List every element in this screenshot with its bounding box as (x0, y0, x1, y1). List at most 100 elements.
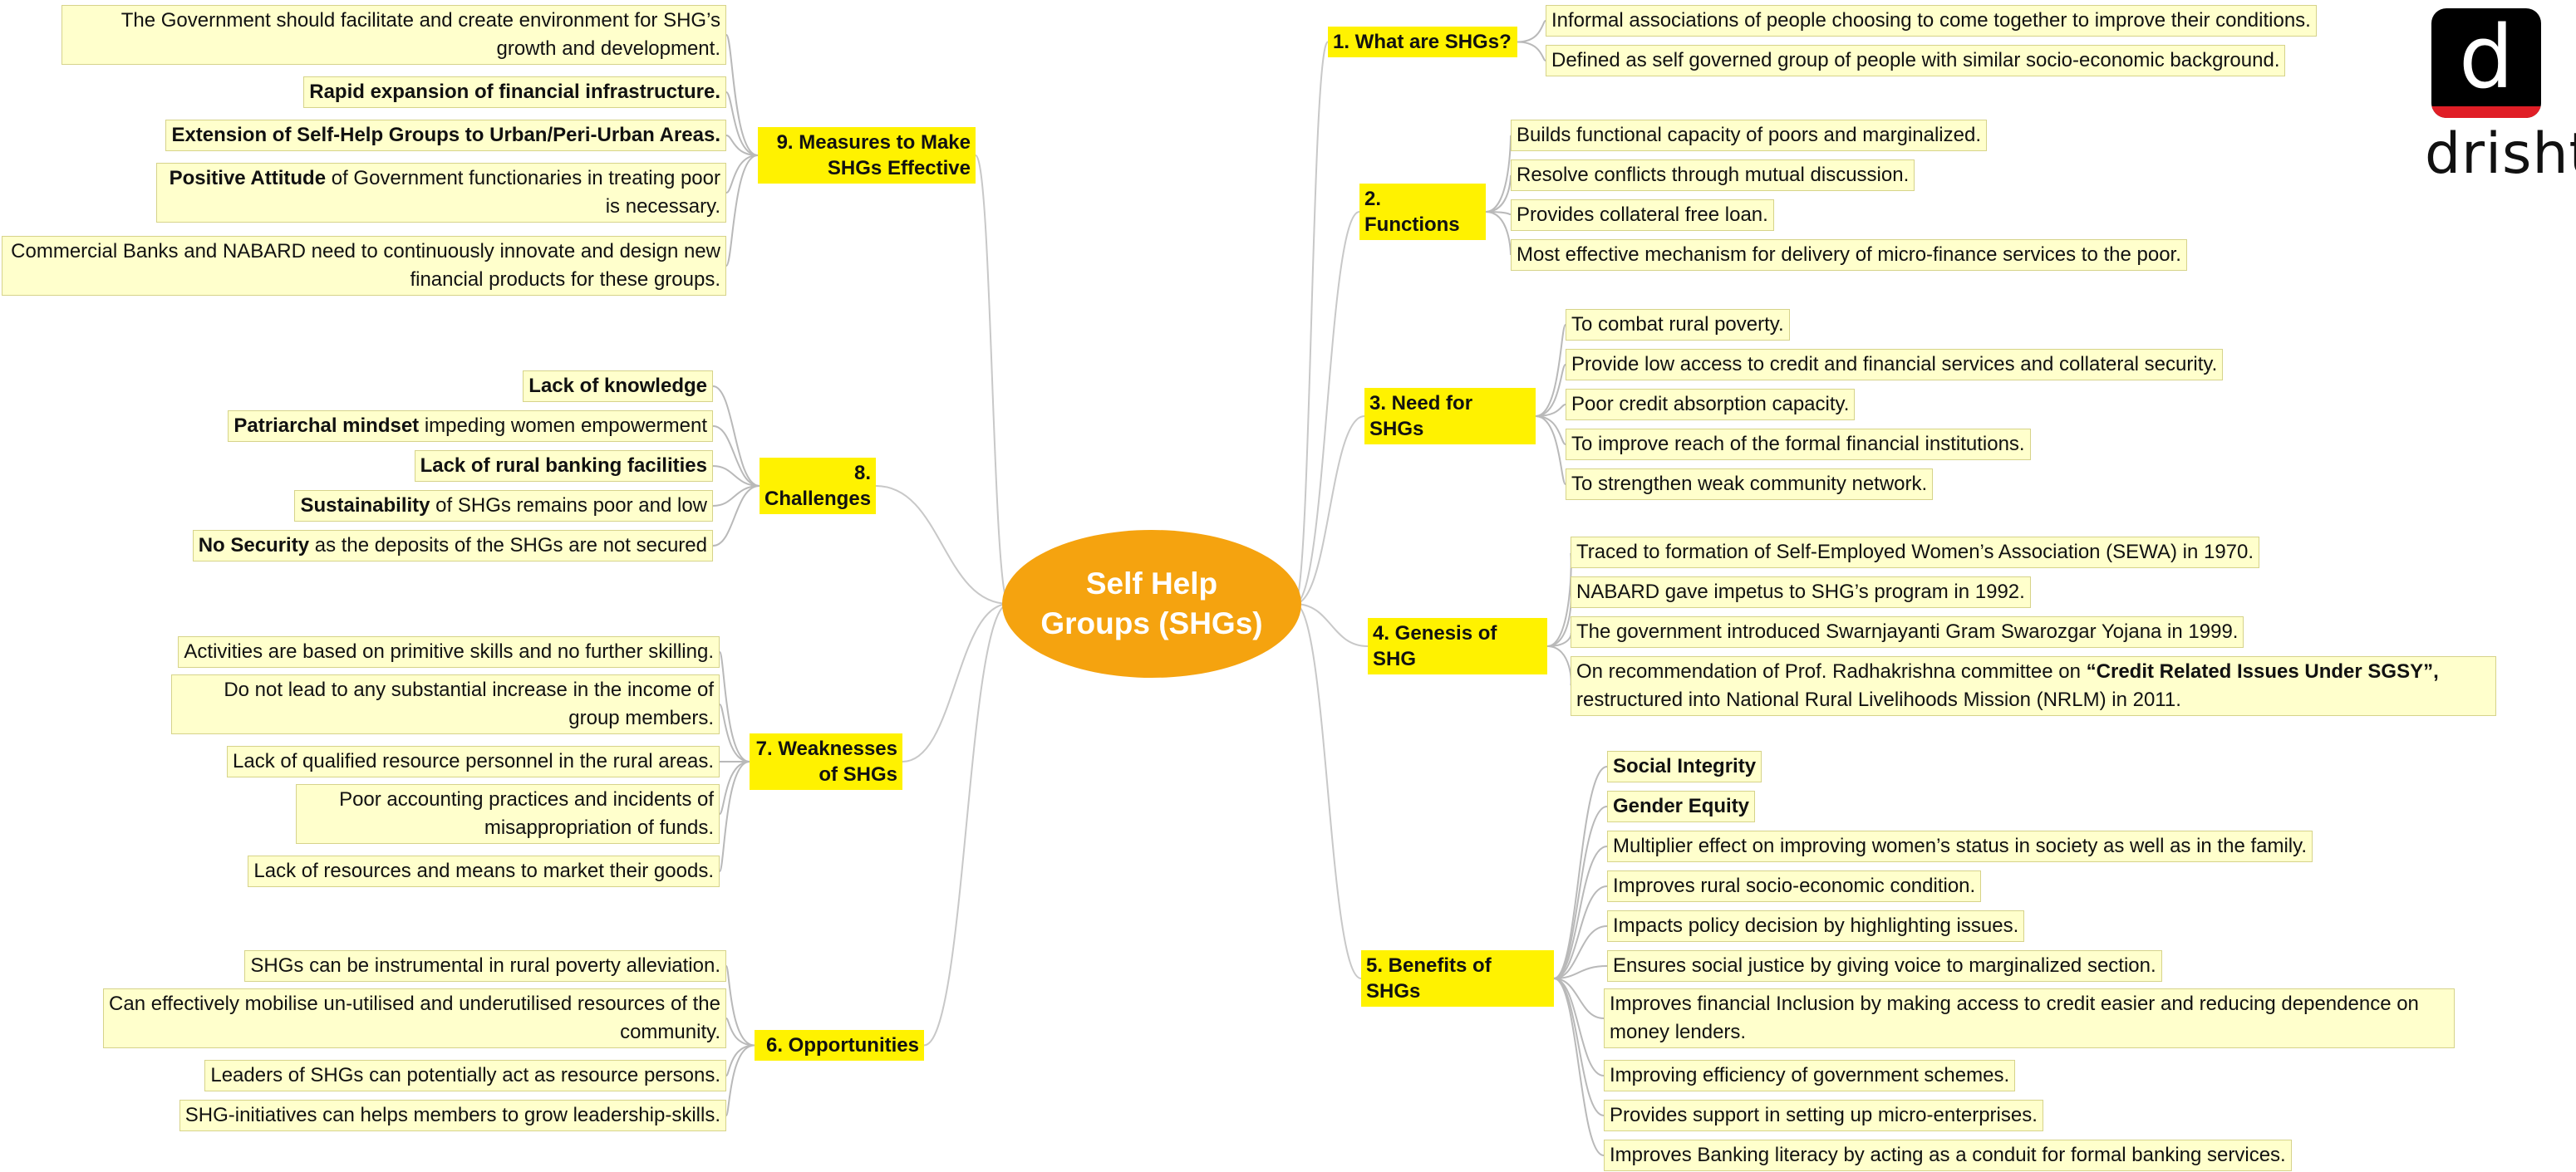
branch-connector (975, 154, 1010, 605)
leaf-text: of SHGs remains poor and low (430, 494, 707, 517)
leaf-connector (1517, 41, 1546, 61)
leaf-text-bold: Sustainability (300, 494, 430, 517)
branch-connector (923, 603, 1010, 1047)
leaf-benefits-of-shgs[interactable]: Gender Equity (1607, 791, 1756, 822)
central-topic-label: Self Help Groups (SHGs) (1040, 566, 1263, 640)
leaf-challenges[interactable]: Lack of knowledge (523, 370, 713, 402)
leaf-opportunities[interactable]: Can effectively mobilise un-utilised and… (103, 988, 726, 1048)
leaf-connector (1553, 925, 1608, 979)
leaf-connector (725, 34, 759, 156)
leaf-text-bold: Extension of Self-Help Groups to Urban/P… (171, 124, 720, 146)
central-topic[interactable]: Self Help Groups (SHGs) (1002, 530, 1301, 678)
leaf-weaknesses-of-shgs[interactable]: Do not lead to any substantial increase … (171, 674, 720, 734)
leaf-connector (1553, 978, 1605, 1019)
branch-weaknesses-of-shgs[interactable]: 7. Weaknesses of SHGs (750, 733, 902, 790)
leaf-need-for-shgs[interactable]: Provide low access to credit and financi… (1566, 349, 2224, 380)
leaf-text-bold: Gender Equity (1613, 795, 1750, 817)
branch-functions[interactable]: 2. Functions (1359, 184, 1486, 240)
leaf-weaknesses-of-shgs[interactable]: Poor accounting practices and incidents … (296, 784, 720, 844)
leaf-what-are-shgs[interactable]: Informal associations of people choosing… (1546, 5, 2317, 37)
leaf-connector (1485, 174, 1512, 213)
leaf-challenges[interactable]: Sustainability of SHGs remains poor and … (294, 490, 713, 522)
leaf-weaknesses-of-shgs[interactable]: Lack of qualified resource personnel in … (227, 746, 720, 777)
leaf-connector (725, 965, 755, 1047)
leaf-functions[interactable]: Provides collateral free loan. (1511, 199, 1774, 231)
leaf-functions[interactable]: Builds functional capacity of poors and … (1511, 120, 1987, 151)
leaf-benefits-of-shgs[interactable]: Improves financial Inclusion by making a… (1604, 988, 2455, 1048)
leaf-connector (1553, 978, 1605, 1156)
branch-measures-to-make-shgs-effective[interactable]: 9. Measures to Make SHGs Effective (758, 127, 976, 184)
leaf-text-bold: Lack of rural banking facilities (420, 454, 707, 477)
leaf-genesis-of-shg[interactable]: On recommendation of Prof. Radhakrishna … (1571, 656, 2496, 716)
leaf-challenges[interactable]: No Security as the deposits of the SHGs … (192, 530, 713, 561)
leaf-connector (1535, 415, 1566, 485)
leaf-genesis-of-shg[interactable]: Traced to formation of Self-Employed Wom… (1571, 537, 2260, 568)
logo-mark: d (2431, 8, 2541, 118)
leaf-benefits-of-shgs[interactable]: Provides support in setting up micro-ent… (1604, 1100, 2043, 1131)
leaf-benefits-of-shgs[interactable]: Improves Banking literacy by acting as a… (1604, 1140, 2292, 1171)
leaf-need-for-shgs[interactable]: To combat rural poverty. (1566, 309, 1790, 341)
leaf-benefits-of-shgs[interactable]: Multiplier effect on improving women’s s… (1607, 831, 2313, 862)
leaf-benefits-of-shgs[interactable]: Ensures social justice by giving voice t… (1607, 950, 2162, 982)
leaf-connector (712, 485, 760, 547)
leaf-need-for-shgs[interactable]: Poor credit absorption capacity. (1566, 389, 1856, 420)
leaf-connector (719, 761, 750, 815)
branch-what-are-shgs[interactable]: 1. What are SHGs? (1328, 27, 1517, 57)
leaf-benefits-of-shgs[interactable]: Improving efficiency of government schem… (1604, 1060, 2016, 1091)
leaf-genesis-of-shg[interactable]: NABARD gave impetus to SHG’s program in … (1571, 576, 2031, 608)
branch-need-for-shgs[interactable]: 3. Need for SHGs (1364, 388, 1536, 444)
leaf-connector (712, 485, 760, 507)
leaf-connector (1535, 364, 1566, 417)
leaf-measures[interactable]: Commercial Banks and NABARD need to cont… (2, 236, 726, 296)
leaf-weaknesses-of-shgs[interactable]: Lack of resources and means to market th… (248, 856, 720, 887)
leaf-connector (1535, 324, 1566, 417)
branch-opportunities[interactable]: 6. Opportunities (755, 1030, 924, 1061)
branch-genesis-of-shg[interactable]: 4. Genesis of SHG (1368, 618, 1547, 674)
leaf-need-for-shgs[interactable]: To improve reach of the formal financial… (1566, 429, 2031, 460)
leaf-need-for-shgs[interactable]: To strengthen weak community network. (1566, 468, 1934, 500)
leaf-weaknesses-of-shgs[interactable]: Activities are based on primitive skills… (178, 636, 720, 668)
leaf-opportunities[interactable]: Leaders of SHGs can potentially act as r… (204, 1060, 726, 1091)
leaf-functions[interactable]: Most effective mechanism for delivery of… (1511, 239, 2187, 271)
leaf-connector (719, 704, 750, 763)
leaf-opportunities[interactable]: SHG-initiatives can helps members to gro… (179, 1100, 726, 1131)
leaf-connector (725, 1044, 755, 1116)
leaf-connector (1553, 965, 1608, 979)
leaf-measures[interactable]: The Government should facilitate and cre… (61, 5, 726, 65)
leaf-genesis-of-shg[interactable]: The government introduced Swarnjayanti G… (1571, 616, 2244, 648)
leaf-benefits-of-shgs[interactable]: Improves rural socio-economic condition. (1607, 870, 1982, 902)
leaf-text-bold: Patriarchal mindset (234, 414, 420, 437)
leaf-opportunities[interactable]: SHGs can be instrumental in rural povert… (244, 950, 726, 982)
leaf-challenges[interactable]: Patriarchal mindset impeding women empow… (228, 410, 713, 442)
leaf-what-are-shgs[interactable]: Defined as self governed group of people… (1546, 45, 2286, 76)
logo-red-stripe (2431, 106, 2541, 118)
leaf-text-bold: Rapid expansion of financial infrastruct… (309, 81, 720, 103)
leaf-text: restructured into National Rural Livelih… (1576, 689, 2181, 711)
leaf-measures[interactable]: Rapid expansion of financial infrastruct… (303, 76, 726, 108)
branch-connector (1294, 211, 1360, 605)
leaf-connector (712, 425, 760, 487)
branch-connector (875, 485, 1010, 605)
logo-wordmark: drishti (2425, 121, 2576, 187)
leaf-text: On recommendation of Prof. Radhakrishna … (1576, 660, 2087, 683)
branch-benefits-of-shgs[interactable]: 5. Benefits of SHGs (1361, 950, 1554, 1007)
leaf-benefits-of-shgs[interactable]: Social Integrity (1607, 751, 1762, 782)
leaf-text-bold: “Credit Related Issues Under SGSY”, (2086, 660, 2439, 683)
branch-challenges[interactable]: 8. Challenges (760, 458, 876, 514)
leaf-measures[interactable]: Positive Attitude of Government function… (156, 163, 726, 223)
leaf-connector (1535, 415, 1566, 445)
leaf-measures[interactable]: Extension of Self-Help Groups to Urban/P… (165, 120, 726, 151)
branch-connector (1294, 603, 1369, 647)
leaf-challenges[interactable]: Lack of rural banking facilities (414, 450, 713, 482)
leaf-connector (719, 651, 750, 763)
leaf-connector (725, 135, 759, 156)
leaf-connector (1553, 806, 1608, 979)
leaf-connector (712, 465, 760, 487)
leaf-connector (712, 385, 760, 487)
logo-glyph: d (2458, 8, 2514, 108)
leaf-benefits-of-shgs[interactable]: Impacts policy decision by highlighting … (1607, 910, 2025, 942)
leaf-functions[interactable]: Resolve conflicts through mutual discuss… (1511, 159, 1915, 191)
leaf-connector (1546, 631, 1572, 647)
leaf-text: of Government functionaries in treating … (326, 167, 720, 218)
